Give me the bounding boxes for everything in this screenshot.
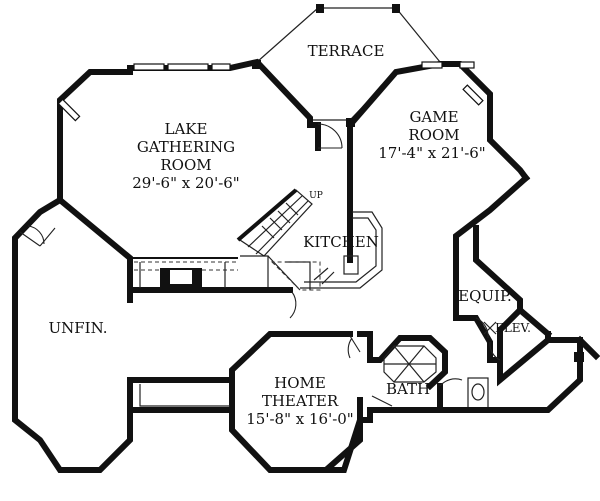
window [459, 61, 475, 69]
bath [323, 331, 583, 473]
sink [471, 383, 485, 401]
home-theater [127, 331, 363, 473]
lake-gathering-label-line3: ROOM [160, 156, 211, 174]
elevator-label: ELEV. [495, 321, 531, 335]
outer-walls [574, 335, 600, 362]
kitchen-label: KITCHEN [303, 233, 379, 251]
door-swing [489, 341, 501, 361]
window [211, 63, 231, 71]
game-room-dims: 17'-4" x 21'-6" [378, 144, 485, 162]
fireplace-opening [170, 270, 192, 284]
column-marker [392, 4, 400, 13]
door-swing [317, 123, 343, 149]
tub [467, 377, 489, 409]
door-swing [289, 291, 297, 319]
door-swing [27, 225, 45, 245]
stair-up-label: UP [309, 191, 323, 201]
unfinished-room [12, 195, 173, 473]
sink [343, 255, 359, 275]
column-marker [316, 4, 324, 13]
home-theater-label-line2: THEATER [262, 392, 339, 410]
home-theater-label-line1: HOME [274, 374, 326, 392]
lake-gathering-dims: 29'-6" x 20'-6" [132, 174, 239, 192]
lake-gathering-label-line1: LAKE [165, 120, 208, 138]
window [57, 98, 81, 122]
door-swing [475, 317, 489, 339]
game-room-label-line1: GAME [409, 108, 458, 126]
game-room [345, 61, 531, 307]
terrace-label: TERRACE [308, 42, 385, 60]
window [167, 63, 209, 71]
door-swing [439, 378, 463, 387]
window [133, 63, 165, 71]
door-swing [347, 337, 353, 359]
equipment-elevator-area [453, 225, 583, 387]
stair-kitchen-area [235, 122, 383, 319]
unfinished-label: UNFIN. [48, 319, 107, 337]
equipment-label: EQUIP. [458, 287, 512, 305]
door [349, 335, 361, 353]
door-swing [19, 227, 56, 247]
window [421, 61, 443, 69]
window [462, 84, 484, 106]
home-theater-dims: 15'-8" x 16'-0" [246, 410, 353, 428]
lake-gathering-room [57, 58, 321, 293]
game-room-label-line2: ROOM [408, 126, 459, 144]
lake-gathering-label-line2: GATHERING [137, 138, 235, 156]
bath-label: BATH [386, 380, 430, 398]
column-marker [574, 352, 584, 362]
